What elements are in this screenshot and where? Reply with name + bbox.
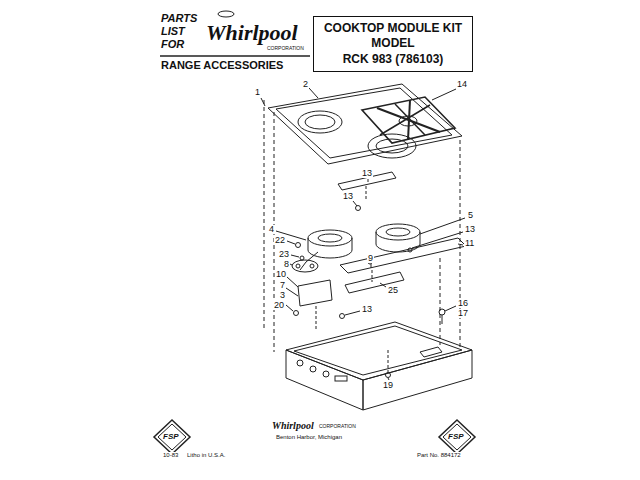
part-number: Part No. 884172 xyxy=(416,452,462,458)
callout-number: 1 xyxy=(254,88,261,97)
callout-number: 23 xyxy=(278,250,290,259)
callout-number: 14 xyxy=(456,80,468,89)
callout-number: 25 xyxy=(387,286,399,295)
fsp-logo-text: FSP xyxy=(447,433,465,441)
title-line: COOKTOP MODULE KIT xyxy=(324,21,462,37)
title-box: COOKTOP MODULE KITMODELRCK 983 (786103) xyxy=(313,16,473,72)
callout-number: 7 xyxy=(279,281,286,290)
fsp-logo-text: FSP xyxy=(162,433,180,441)
callout-number: 2 xyxy=(302,80,309,89)
address-text: Benton Harbor, Michigan xyxy=(275,434,343,440)
callout-number: 16 xyxy=(457,299,469,308)
callout-number: 17 xyxy=(457,309,469,318)
title-line: RCK 983 (786103) xyxy=(343,52,444,68)
header-word: LIST xyxy=(160,26,186,37)
callout-number: 3 xyxy=(279,291,286,300)
callout-number: 13 xyxy=(342,192,354,201)
callout-number: 4 xyxy=(268,225,275,234)
callout-number: 19 xyxy=(382,381,394,390)
title-line: MODEL xyxy=(371,36,414,52)
brand-subtitle: CORPORATION xyxy=(266,46,305,51)
brand-subtitle: CORPORATION xyxy=(318,424,357,429)
callout-number: 13 xyxy=(361,305,373,314)
print-note: Litho in U.S.A. xyxy=(186,452,226,458)
brand-logo: Whirlpool xyxy=(205,22,299,44)
callout-number: 9 xyxy=(367,254,374,263)
callout-number: 10 xyxy=(275,270,287,279)
callout-number: 11 xyxy=(464,239,475,248)
header-word: PARTS xyxy=(160,13,198,24)
brand-footer: Whirlpool xyxy=(271,421,315,431)
callout-number: 22 xyxy=(274,236,286,245)
header-word: FOR xyxy=(160,39,185,50)
date-code: 10-83 xyxy=(162,452,179,458)
section-heading: RANGE ACCESSORIES xyxy=(160,60,284,71)
callout-number: 20 xyxy=(273,301,285,310)
callout-number: 13 xyxy=(464,225,476,234)
callout-number: 5 xyxy=(467,211,474,220)
callout-number: 8 xyxy=(283,260,290,269)
callout-number: 13 xyxy=(361,169,373,178)
